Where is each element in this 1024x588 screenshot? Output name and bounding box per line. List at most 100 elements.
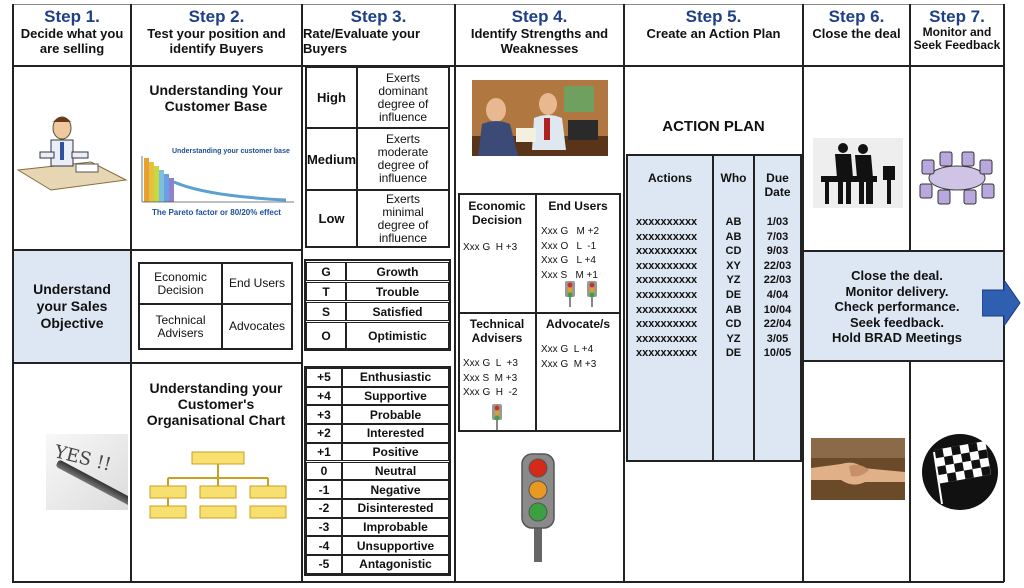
action-due-date: 22/04: [763, 318, 792, 331]
influence-high-desc: Exerts dominant degree of influence: [357, 68, 448, 128]
action-owner: AB: [725, 230, 742, 243]
action-plan-header-who: Who: [720, 171, 747, 185]
step-5-header: Step 5. Create an Action Plan: [625, 7, 802, 42]
action-item: xxxxxxxxxx: [636, 216, 698, 228]
action-due-date: 9/03: [766, 245, 789, 258]
action-owner: DE: [725, 289, 742, 301]
scale-score: +4: [306, 386, 342, 406]
close-deal-line-5: Hold BRAD Meetings: [832, 330, 962, 345]
step-4-header: Step 4. Identify Strengths and Weaknesse…: [456, 7, 623, 57]
scale-label: Supportive: [342, 386, 449, 406]
sales-objective-text: Understand your Sales Objective: [33, 281, 111, 331]
action-owner: XY: [726, 259, 741, 272]
action-owner: CD: [725, 245, 742, 258]
step-7-header: Step 7. Monitor and Seek Feedback: [911, 8, 1003, 52]
close-deal-line-4: Seek feedback.: [850, 314, 944, 330]
conference-table-icon: [919, 151, 995, 205]
scale-score: -4: [306, 536, 342, 555]
grid-line-v0: [12, 4, 14, 582]
gtso-label-satisfied: Satisfied: [346, 302, 449, 321]
role-technical-advisers: Technical Advisers: [140, 304, 222, 348]
grid-line-band-top: [12, 249, 302, 251]
close-deal-line-1: Close the deal.: [851, 268, 943, 283]
step-7-number: Step 7.: [929, 7, 985, 26]
influence-table: [305, 66, 450, 248]
checkered-flag-icon: [922, 434, 998, 510]
close-deal-line-2: Monitor delivery.: [845, 283, 949, 299]
org-chart-illustration: [149, 451, 287, 519]
pareto-chart-title: Understanding your customer base: [172, 148, 290, 155]
close-deal-line-3: Check performance.: [834, 299, 960, 314]
grid-line-band-bottom: [12, 362, 302, 364]
action-owner: YZ: [726, 332, 741, 345]
action-owner: YZ: [726, 274, 741, 287]
grid-line-top: [12, 4, 1004, 5]
action-item: xxxxxxxxxx: [636, 245, 698, 258]
scale-label: Antagonistic: [342, 555, 449, 574]
action-due-date: 7/03: [766, 230, 789, 243]
step-1-title: Decide what you are selling: [20, 26, 124, 56]
scale-score: +1: [306, 442, 342, 462]
strength-row: Xxx G L +3: [463, 358, 518, 369]
influence-low-desc: Exerts minimal degree of influence: [357, 190, 448, 246]
action-due-date: 22/03: [763, 274, 792, 287]
role-advocates: Advocates: [222, 304, 291, 348]
small-traffic-light-technical: [492, 404, 502, 430]
step-5-number: Step 5.: [685, 7, 742, 26]
action-owner: AB: [725, 303, 742, 316]
action-owner: CD: [725, 318, 742, 331]
role-end-users: End Users: [222, 264, 291, 304]
action-due-date: 10/04: [763, 303, 792, 316]
step-6-header: Step 6. Close the deal: [804, 7, 909, 42]
action-due-date: 3/05: [766, 332, 789, 345]
step-6-number: Step 6.: [828, 7, 885, 26]
step-4-number: Step 4.: [511, 7, 568, 26]
close-deal-list: Close the deal. Monitor delivery. Check …: [812, 268, 982, 346]
step-4-title: Identify Strengths and Weaknesses: [470, 26, 609, 56]
strength-row: Xxx G M +2: [541, 226, 600, 237]
pareto-chart: Understanding your customer base The Par…: [136, 146, 298, 228]
gtso-label-optimistic: Optimistic: [346, 322, 449, 349]
rating-scale-table: [304, 366, 451, 576]
grid-line-v1: [130, 4, 132, 582]
scale-label: Negative: [342, 480, 449, 499]
scale-label: Enthusiastic: [342, 368, 449, 387]
step-2-number: Step 2.: [188, 7, 245, 26]
action-plan-header-actions: Actions: [647, 171, 692, 185]
role-economic-decision: Economic Decision: [140, 264, 222, 304]
scale-label: Interested: [342, 424, 449, 443]
strength-row: Xxx S M +1: [541, 269, 598, 281]
sales-objective-band: Understand your Sales Objective: [14, 251, 130, 362]
step-7-title: Monitor and Seek Feedback: [913, 25, 1001, 52]
action-owner: AB: [725, 216, 742, 228]
handshake-illustration: [811, 438, 905, 500]
action-due-date: 4/04: [766, 289, 789, 301]
scale-score: +5: [306, 368, 342, 387]
gtso-table: [304, 259, 451, 351]
gtso-label-growth: Growth: [346, 262, 449, 281]
action-item: xxxxxxxxxx: [636, 259, 698, 272]
action-item: xxxxxxxxxx: [636, 230, 698, 243]
step-1-number: Step 1.: [44, 7, 100, 26]
pareto-bars: [141, 156, 294, 203]
strength-row: Xxx G H +3: [463, 242, 518, 253]
action-item: xxxxxxxxxx: [636, 289, 698, 301]
step-1-header: Step 1. Decide what you are selling: [14, 7, 130, 57]
business-meeting-silhouette: [813, 138, 903, 208]
gtso-label-trouble: Trouble: [346, 282, 449, 301]
action-item: xxxxxxxxxx: [636, 274, 698, 287]
scale-label: Probable: [342, 405, 449, 425]
scale-label: Disinterested: [342, 498, 449, 518]
yes-note-illustration: YES !!: [46, 434, 128, 510]
influence-medium-desc: Exerts moderate degree of influence: [357, 128, 448, 190]
customer-base-title: Understanding Your Customer Base: [149, 82, 283, 114]
action-plan-title: ACTION PLAN: [662, 118, 765, 135]
action-due-date: 10/05: [763, 347, 792, 360]
gtso-code-s: S: [306, 302, 346, 321]
action-due-date: 1/03: [766, 216, 789, 228]
strength-row: Xxx G H -2: [463, 387, 518, 398]
pareto-chart-caption: The Pareto factor or 80/20% effect: [152, 208, 281, 217]
org-chart-title: Understanding your Customer's Organisati…: [146, 380, 286, 428]
gtso-code-o: O: [306, 322, 346, 349]
